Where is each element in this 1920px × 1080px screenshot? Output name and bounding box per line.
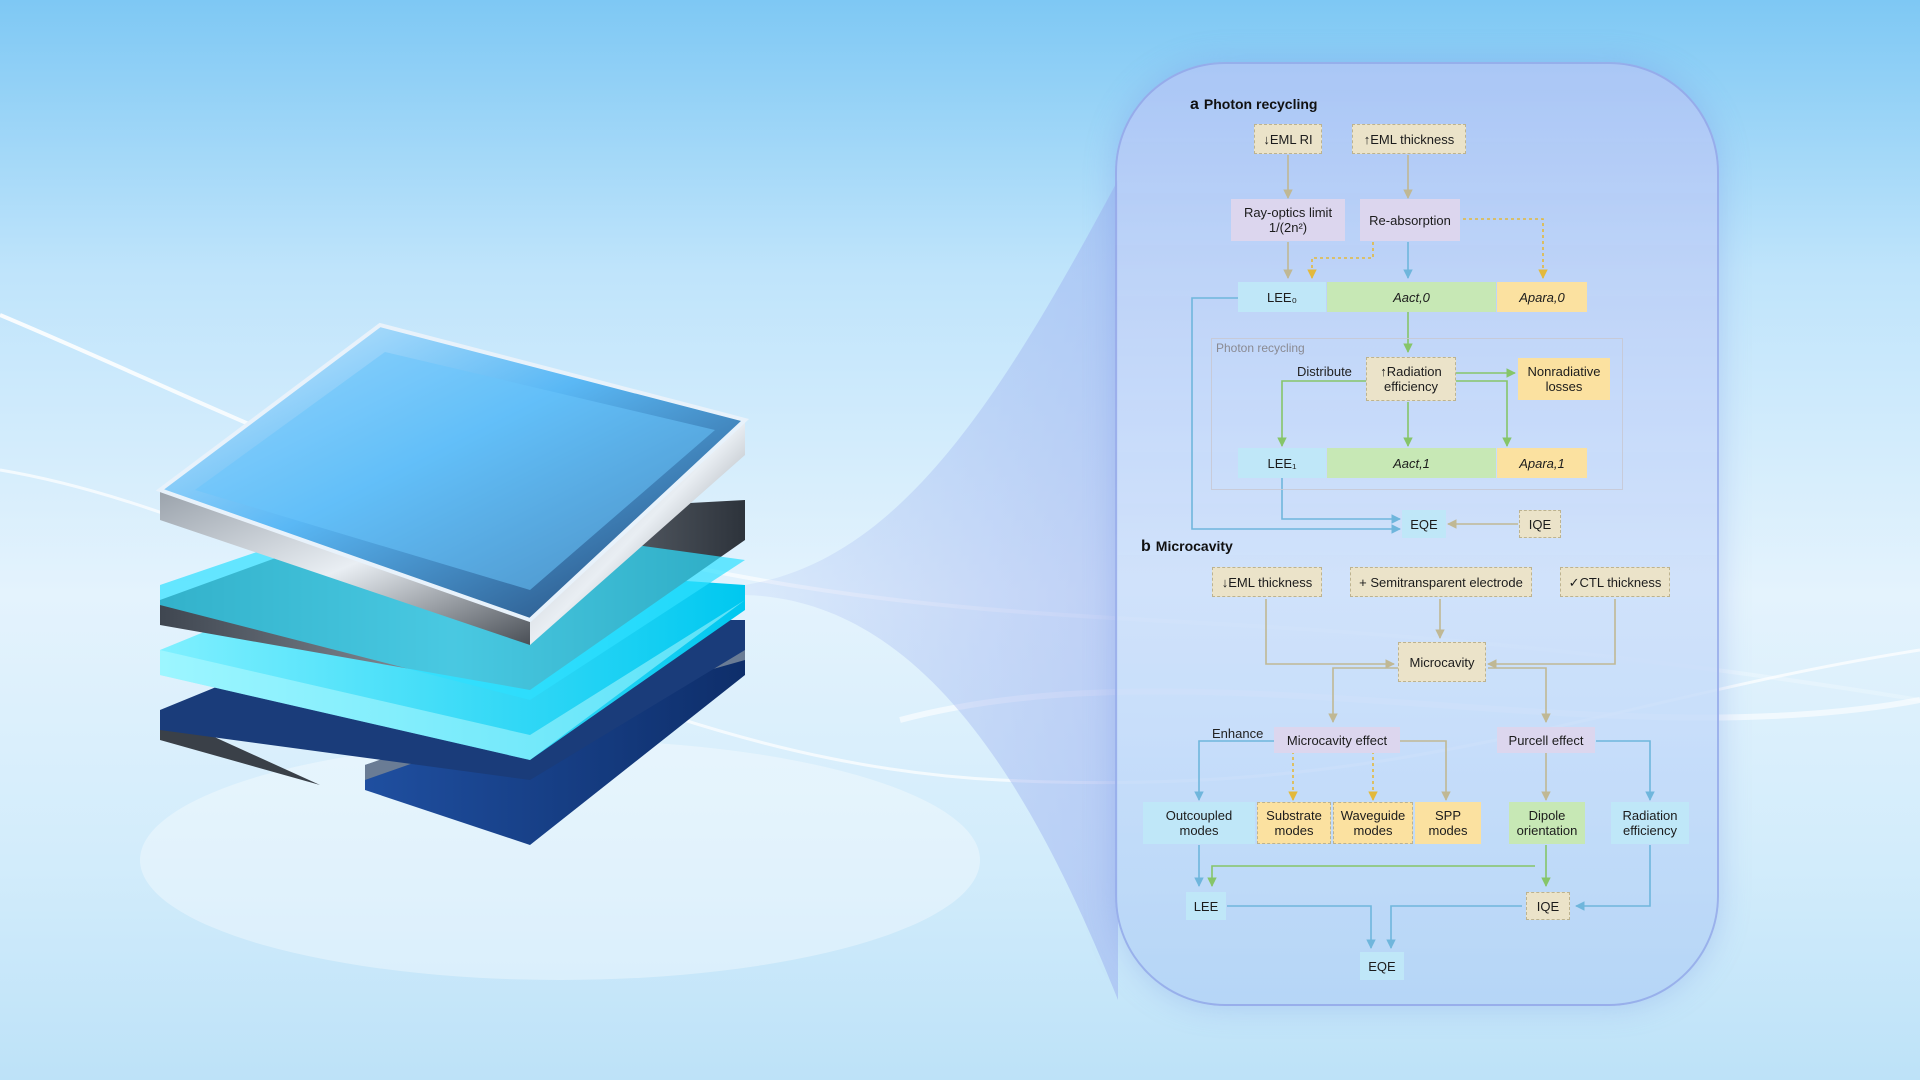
- arrow: [1456, 380, 1512, 447]
- node-lee-b: LEE: [1186, 892, 1226, 920]
- node-eqe-a: EQE: [1402, 510, 1446, 538]
- node-ctl-thickness: ✓CTL thickness: [1560, 567, 1670, 597]
- node-radiation-efficiency: Radiation efficiency: [1611, 802, 1689, 844]
- distribute-label: Distribute: [1297, 364, 1352, 379]
- node-eml-thickness-down: ↓EML thickness: [1212, 567, 1322, 597]
- arrow: [1265, 599, 1395, 669]
- enhance-label: Enhance: [1212, 726, 1264, 741]
- section-letter: b: [1141, 538, 1151, 555]
- arrow: [1575, 845, 1651, 911]
- node-substrate-modes: Substrate modes: [1257, 802, 1331, 844]
- glass-front-right: [530, 420, 745, 645]
- node-outcoupled-modes: Outcoupled modes: [1143, 802, 1255, 844]
- node-lee0: LEE₀: [1238, 282, 1326, 312]
- node-ray-optics-limit: Ray-optics limit 1/(2n²): [1231, 199, 1345, 241]
- node-purcell-effect: Purcell effect: [1497, 727, 1595, 753]
- node-apara0: Apara,0: [1497, 282, 1587, 312]
- node-radiation-efficiency-up: ↑Radiation efficiency: [1366, 357, 1456, 401]
- node-reabsorption: Re-absorption: [1360, 199, 1460, 241]
- node-microcavity: Microcavity: [1398, 642, 1486, 682]
- node-microcavity-effect: Microcavity effect: [1274, 727, 1400, 753]
- node-iqe-b: IQE: [1526, 892, 1570, 920]
- node-aact0: Aact,0: [1327, 282, 1496, 312]
- node-dipole-orientation: Dipole orientation: [1509, 802, 1585, 844]
- node-lee1: LEE₁: [1238, 448, 1326, 478]
- node-iqe-a: IQE: [1519, 510, 1561, 538]
- arrow: [1277, 380, 1366, 447]
- arrow: [1487, 599, 1616, 669]
- arrow: [1400, 740, 1451, 801]
- photon-recycling-box: [1211, 338, 1623, 490]
- arrow: [1463, 218, 1548, 279]
- section-title: Microcavity: [1155, 538, 1233, 554]
- node-eqe-b: EQE: [1360, 952, 1404, 980]
- photon-recycling-label: Photon recycling: [1216, 341, 1305, 355]
- glow: [140, 740, 980, 980]
- glass-inner: [195, 352, 715, 590]
- funnel-shape: [745, 180, 1118, 1000]
- arrow: [1307, 242, 1374, 279]
- node-eml-thickness-up: ↑EML thickness: [1352, 124, 1466, 154]
- node-aact1: Aact,1: [1327, 448, 1496, 478]
- arrow: [1488, 667, 1551, 723]
- node-nonradiative-losses: Nonradiative losses: [1518, 358, 1610, 400]
- node-waveguide-modes: Waveguide modes: [1333, 802, 1413, 844]
- arrow: [1194, 740, 1274, 801]
- glass-rim: [155, 322, 750, 623]
- arrow: [1386, 905, 1522, 949]
- glass-front-left: [160, 490, 530, 645]
- node-semitransparent-electrode: + Semitransparent electrode: [1350, 567, 1532, 597]
- arrow: [1227, 905, 1376, 949]
- section-title: Photon recycling: [1203, 96, 1318, 112]
- arrow: [1191, 297, 1401, 534]
- node-spp-modes: SPP modes: [1415, 802, 1481, 844]
- arrow: [1281, 478, 1401, 524]
- arrow: [1207, 865, 1535, 887]
- layer-emissive-glow: [160, 600, 745, 760]
- node-eml-ri: ↓EML RI: [1254, 124, 1322, 154]
- arrow: [1596, 740, 1655, 801]
- node-apara1: Apara,1: [1497, 448, 1587, 478]
- section-letter: a: [1190, 96, 1199, 113]
